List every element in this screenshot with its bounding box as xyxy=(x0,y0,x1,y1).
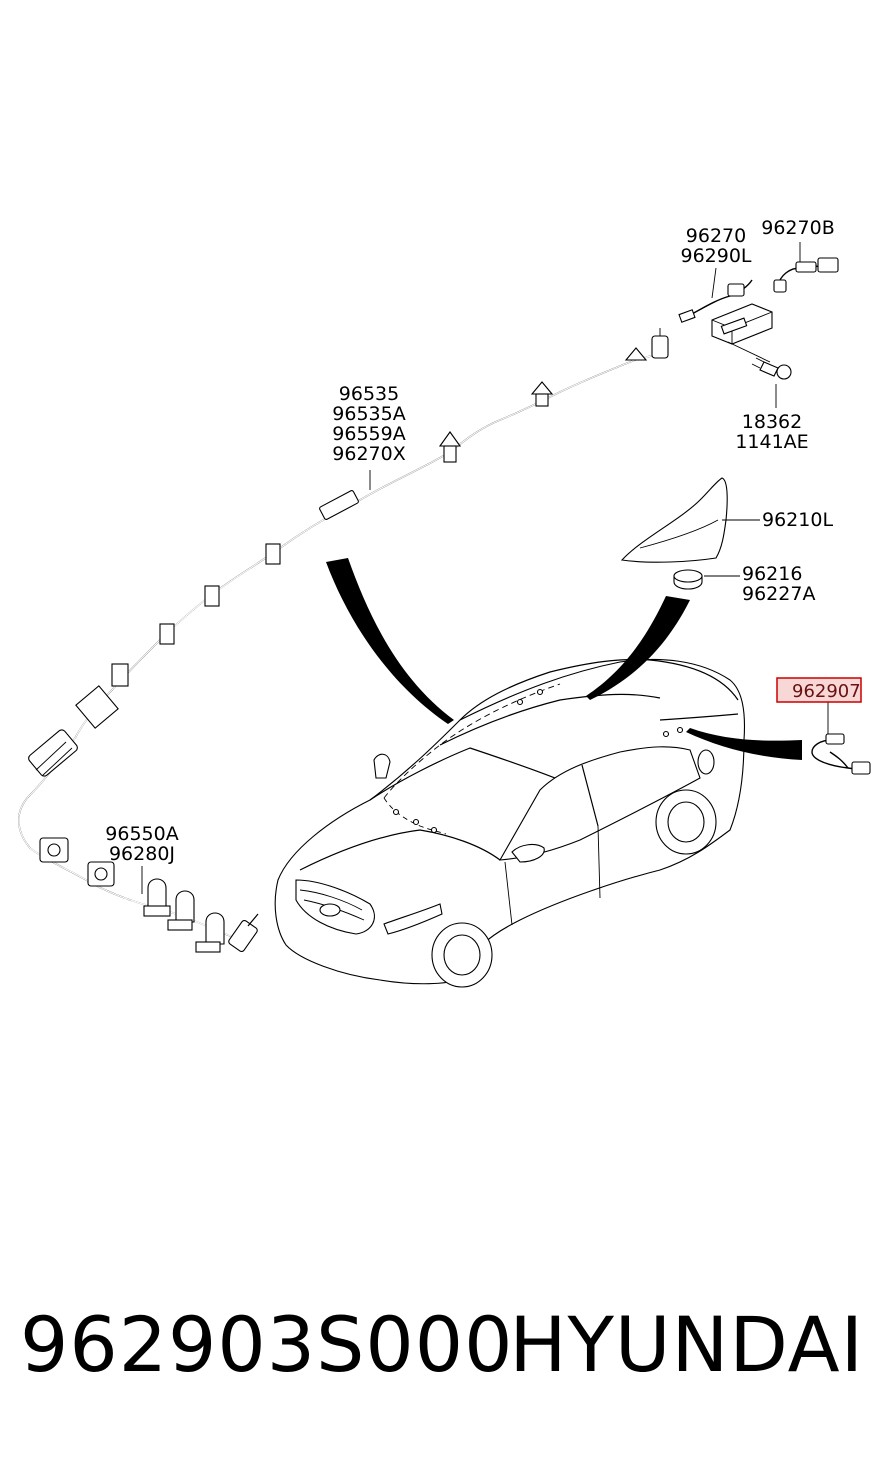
part-label: 96270 xyxy=(686,225,746,247)
module-extension-cable xyxy=(773,257,839,293)
part-label: 96535A xyxy=(332,403,405,425)
highlighted-part-label: 962907 xyxy=(792,681,861,702)
part-number: 962903S000 xyxy=(20,1300,514,1389)
part-label: 96550A xyxy=(105,823,178,845)
car-illustration xyxy=(274,658,745,988)
cable-clip xyxy=(111,663,129,687)
cable-clip xyxy=(195,912,225,953)
callout-arrow-antenna xyxy=(586,596,690,700)
cable-clip xyxy=(39,837,69,863)
cable-clip xyxy=(438,431,462,463)
roof-cable xyxy=(18,328,669,953)
cable-clip xyxy=(159,623,175,645)
part-label: 18362 xyxy=(742,411,802,433)
brand-name: HYUNDAI xyxy=(509,1300,864,1389)
callout-arrow-roof-cable xyxy=(326,558,454,724)
cable-clip xyxy=(167,890,195,931)
cable-clip xyxy=(204,585,220,607)
cable-clip xyxy=(530,381,554,407)
callout-module-extension: 96270B xyxy=(761,217,834,239)
mounting-bolt xyxy=(751,357,792,380)
highlight-box xyxy=(776,677,862,703)
part-label: 96290L xyxy=(680,245,751,267)
callout-front-cable: 96550A 96280J xyxy=(105,823,178,865)
callout-highlighted: 962907 xyxy=(776,677,862,703)
part-label: 96210L xyxy=(762,509,833,531)
part-label: 96216 xyxy=(742,563,802,585)
cable-clip xyxy=(143,878,171,917)
cable-clip xyxy=(624,347,648,361)
cable-clip xyxy=(651,328,669,359)
cable-clip xyxy=(319,490,359,520)
callout-antenna-base: 96216 96227A xyxy=(742,563,815,605)
antenna-module xyxy=(678,279,773,345)
part-label: 1141AE xyxy=(735,431,808,453)
callout-bolt: 18362 1141AE xyxy=(735,411,808,453)
cable-plug xyxy=(228,913,259,953)
part-label: 96280J xyxy=(109,843,175,865)
leader-lines xyxy=(141,242,829,894)
callout-antenna-cover: 96210L xyxy=(762,509,833,531)
part-label: 96227A xyxy=(742,583,815,605)
antenna-base xyxy=(673,569,703,590)
highlighted-cable-assembly xyxy=(811,733,871,775)
part-label: 96535 xyxy=(339,383,399,405)
callout-roof-cable: 96535 96535A 96559A 96270X xyxy=(332,383,405,465)
cable-clip xyxy=(87,861,115,887)
cable-clip xyxy=(265,543,281,565)
footer: 962903S000 HYUNDAI xyxy=(0,1290,886,1400)
part-label: 96559A xyxy=(332,423,405,445)
part-label: 96270B xyxy=(761,217,834,239)
shark-fin-antenna-cover xyxy=(620,477,728,563)
part-label: 96270X xyxy=(332,443,405,465)
cable-connector xyxy=(75,685,119,729)
cable-filter xyxy=(28,729,78,777)
callout-module-top: 96270 96290L xyxy=(680,225,751,267)
callout-arrow-rear-cable xyxy=(686,728,802,760)
